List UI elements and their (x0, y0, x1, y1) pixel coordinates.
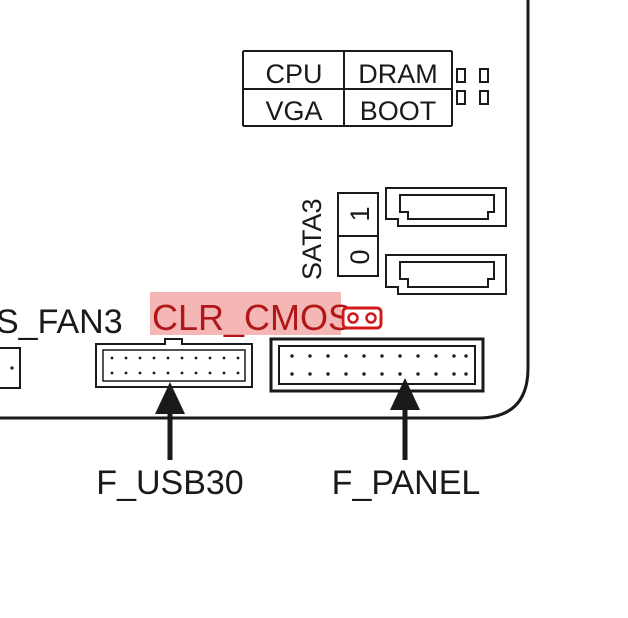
header-pin (326, 372, 330, 376)
header-pin (398, 354, 402, 358)
header-pin (194, 371, 198, 375)
header-pin (124, 371, 128, 375)
led-cpu-label: CPU (265, 59, 322, 89)
led-status-table: CPU DRAM VGA BOOT (242, 50, 453, 127)
led-indicator (456, 90, 466, 105)
header-pin (110, 356, 114, 360)
header-pin (434, 372, 438, 376)
header-pin (208, 356, 212, 360)
led-indicator (479, 90, 489, 105)
led-boot-label: BOOT (360, 96, 437, 126)
header-pin (208, 371, 212, 375)
sata-port-1 (385, 187, 507, 227)
header-pin (362, 354, 366, 358)
header-pin (326, 354, 330, 358)
header-pin (308, 372, 312, 376)
header-pin (464, 354, 468, 358)
header-pin (138, 371, 142, 375)
header-pin (180, 356, 184, 360)
header-pin (222, 371, 226, 375)
header-pin (398, 372, 402, 376)
f-panel-header (269, 337, 485, 393)
header-pin (236, 356, 240, 360)
header-pin (290, 372, 294, 376)
led-dram-label: DRAM (358, 59, 438, 89)
header-pin (110, 371, 114, 375)
sys-fan3-label: S_FAN3 (0, 303, 123, 341)
header-pin (344, 354, 348, 358)
header-pin (416, 354, 420, 358)
header-pin (452, 354, 456, 358)
sata3-label: SATA3 (297, 198, 327, 280)
header-pin (222, 356, 226, 360)
f-usb30-header (95, 338, 253, 388)
header-pin (152, 371, 156, 375)
header-pin (308, 354, 312, 358)
header-pin (362, 372, 366, 376)
sata-port-number: 1 (345, 206, 375, 221)
led-indicator (479, 68, 489, 83)
clr-cmos-highlight (150, 292, 341, 335)
led-indicator (456, 68, 466, 83)
header-pin (166, 356, 170, 360)
header-pin (434, 354, 438, 358)
f-panel-label: F_PANEL (332, 464, 481, 502)
header-pin (464, 372, 468, 376)
header-pin (180, 371, 184, 375)
up-arrow-icon (155, 382, 185, 460)
header-pin (194, 356, 198, 360)
sata3-section: SATA3 1 0 (297, 187, 507, 295)
header-pin (416, 372, 420, 376)
header-pin (166, 371, 170, 375)
header-pin (380, 372, 384, 376)
led-vga-label: VGA (265, 96, 322, 126)
clr-cmos-label: CLR_CMOS (152, 297, 352, 338)
sys-fan3-connector (0, 347, 21, 389)
up-arrow-icon (390, 378, 420, 460)
status-led-indicators (456, 68, 489, 105)
sata-port-0 (385, 254, 507, 295)
header-pin (380, 354, 384, 358)
sata-port-number: 0 (345, 249, 375, 264)
header-pin (236, 371, 240, 375)
header-pin (344, 372, 348, 376)
header-pin (290, 354, 294, 358)
header-pin (152, 356, 156, 360)
header-pin (138, 356, 142, 360)
f-usb30-label: F_USB30 (96, 464, 243, 502)
two-pin-jumper-icon (341, 306, 383, 330)
f-usb30-pins (110, 356, 240, 375)
header-pin (10, 366, 14, 370)
header-pin (124, 356, 128, 360)
board-edge (0, 0, 530, 420)
header-pin (452, 372, 456, 376)
f-panel-pins (290, 354, 468, 376)
